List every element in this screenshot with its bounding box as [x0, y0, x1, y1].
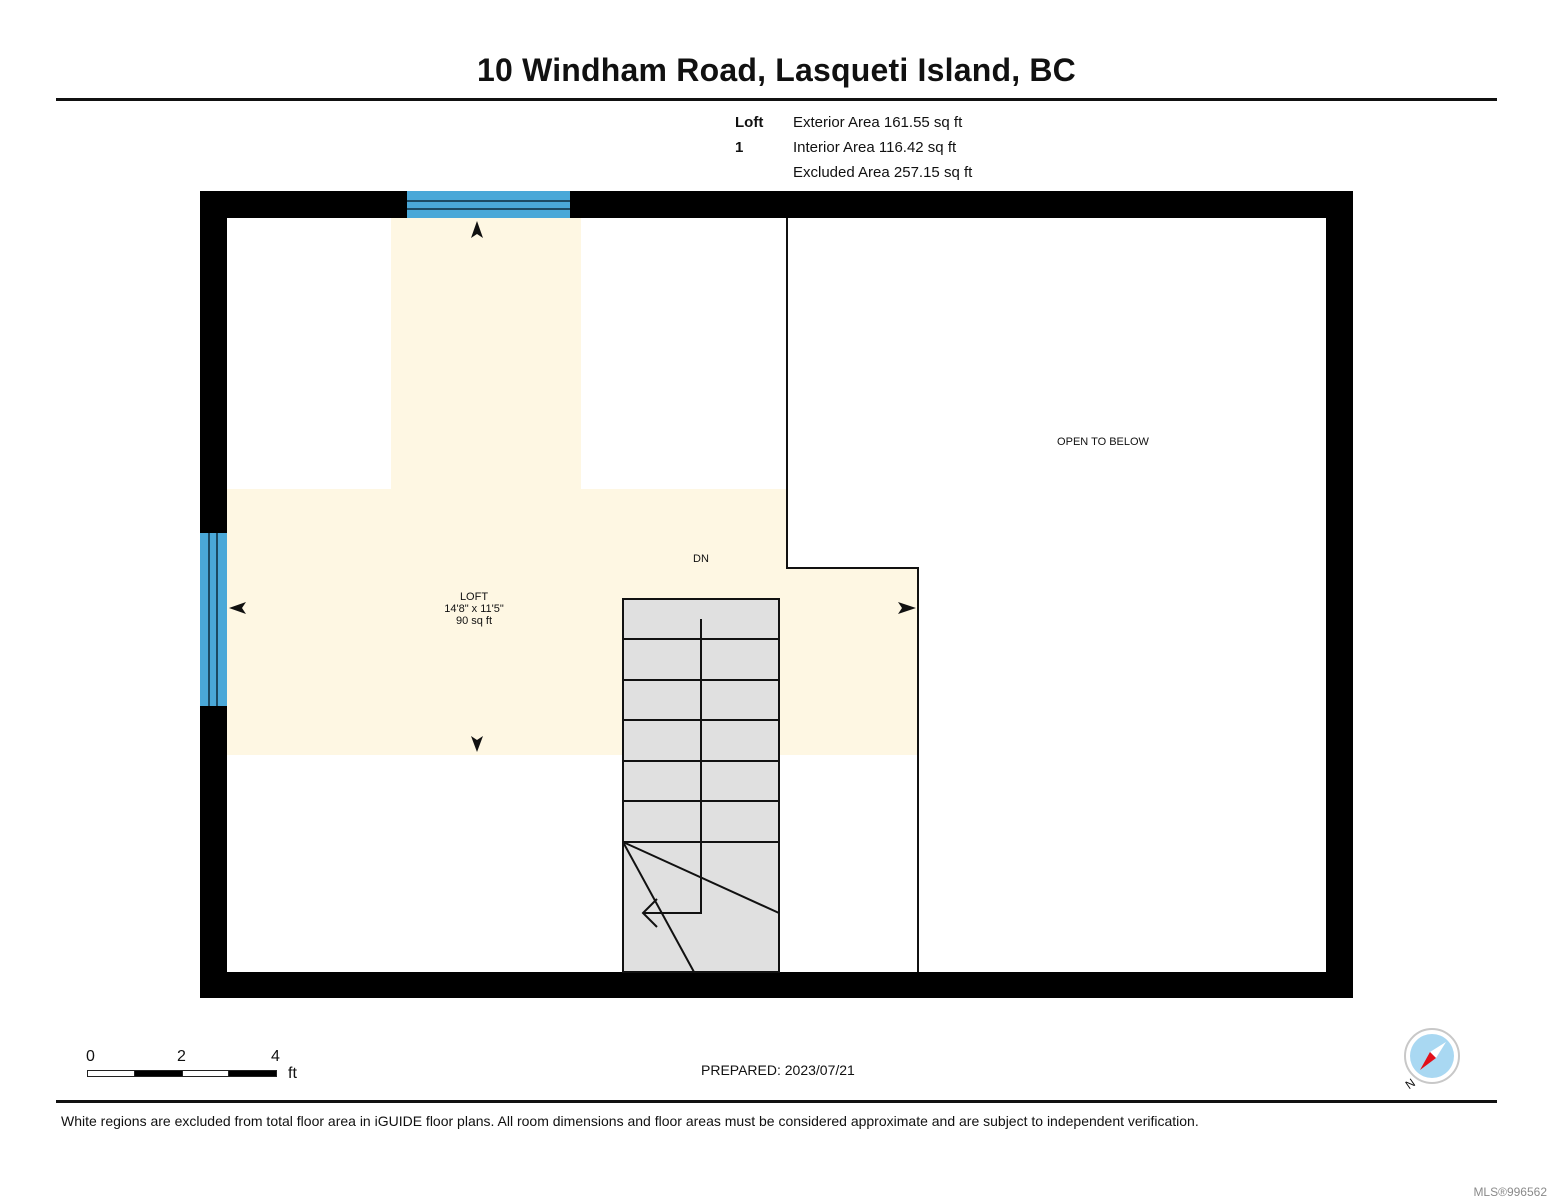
scale-tick-0: 0 [86, 1048, 95, 1065]
room-area: 90 sq ft [455, 615, 493, 627]
scale-tick-4: 4 [271, 1048, 280, 1065]
floor-label: Loft 1 [735, 114, 764, 156]
stair-label-dn: DN [693, 553, 709, 565]
scale-unit: ft [288, 1065, 297, 1082]
window-top [407, 191, 570, 218]
room-label-loft: LOFT 14'8" x 11'5" 90 sq ft [424, 591, 524, 627]
arrow-up-icon [471, 221, 483, 238]
room-name: LOFT [459, 591, 489, 603]
exterior-area: Exterior Area 161.55 sq ft [793, 114, 963, 131]
room-label-open-to-below: OPEN TO BELOW [1057, 436, 1149, 448]
interior-area: Interior Area 116.42 sq ft [793, 139, 957, 156]
arrow-right-icon [898, 602, 916, 614]
prepared-date: PREPARED: 2023/07/21 [701, 1062, 855, 1078]
room-dimensions: 14'8" x 11'5" [444, 603, 504, 615]
compass-icon: N [1403, 1028, 1460, 1092]
disclaimer-text: White regions are excluded from total fl… [61, 1113, 1199, 1129]
excluded-area: Excluded Area 257.15 sq ft [793, 164, 973, 181]
staircase [622, 598, 780, 973]
mls-number: MLS®996562 [1473, 1185, 1547, 1199]
open-to-below-boundary [786, 218, 919, 972]
property-title: 10 Windham Road, Lasqueti Island, BC [477, 52, 1076, 88]
loft-floor-area [227, 218, 918, 755]
scale-tick-2: 2 [177, 1048, 186, 1065]
dimension-arrows [229, 221, 916, 752]
stair-direction-arrow [643, 619, 702, 914]
header-divider [56, 98, 1497, 101]
arrow-down-icon [471, 736, 483, 752]
window-left [200, 533, 227, 706]
arrow-left-icon [229, 602, 246, 614]
footer-divider [56, 1100, 1497, 1103]
